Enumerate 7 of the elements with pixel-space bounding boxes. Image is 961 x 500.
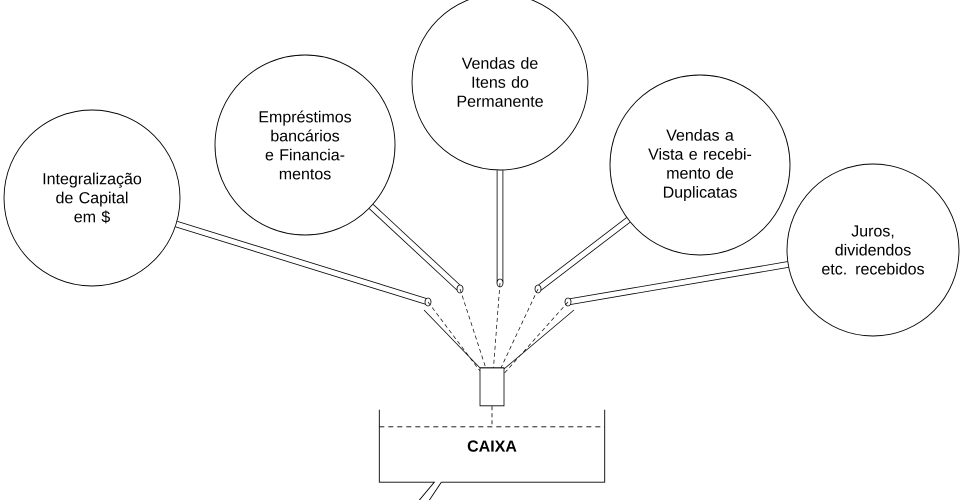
pipe bbox=[500, 217, 630, 368]
pipe bbox=[176, 221, 480, 371]
cash-tank: CAIXA bbox=[378, 409, 606, 500]
pipe bbox=[369, 204, 486, 368]
pipe bbox=[493, 170, 504, 368]
pipe bbox=[504, 261, 788, 374]
nozzle bbox=[480, 367, 504, 406]
